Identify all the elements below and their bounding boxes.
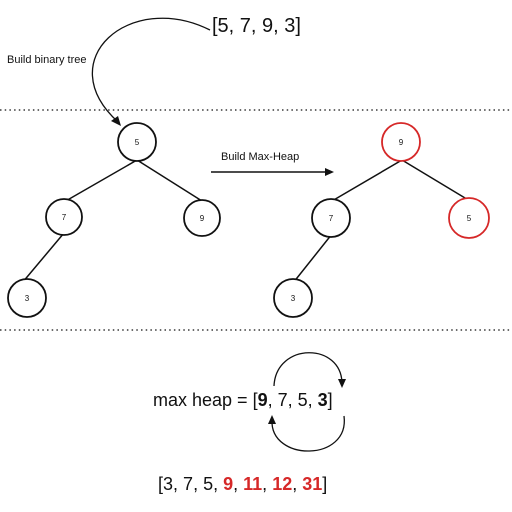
max-heap-last: 3 — [318, 390, 328, 410]
arrowhead-icon — [111, 116, 121, 126]
input-array-text: [5, 7, 9, 3] — [212, 15, 301, 37]
swap-arrow-bottom-icon — [271, 415, 345, 452]
max-heap-middle: , 7, 5, — [268, 390, 318, 410]
sorted-separator: , — [213, 474, 223, 494]
sorted-separator: , — [262, 474, 272, 494]
swap-arrowhead-top-icon — [338, 379, 346, 388]
sorted-separator: , — [233, 474, 243, 494]
sorted-value: 3 — [163, 474, 173, 494]
sorted-value: 7 — [183, 474, 193, 494]
left-tree-node-label-root: 5 — [135, 138, 140, 147]
left-tree-node-right — [183, 199, 221, 237]
max-heap-first: 9 — [258, 390, 268, 410]
swap-arrowhead-bottom-icon — [268, 415, 276, 424]
left-tree-node-root — [117, 122, 157, 162]
sorted-value: 11 — [243, 474, 262, 494]
right-tree-node-label-leftleft: 3 — [291, 294, 296, 303]
right-tree-edges — [292, 159, 471, 284]
right-tree-node-root — [381, 122, 421, 162]
build-heap-label: Build Max-Heap — [221, 151, 299, 163]
build-heap-arrowhead-icon — [325, 168, 334, 176]
sorted-value: 31 — [302, 474, 322, 494]
curved-arrow-icon — [91, 17, 211, 123]
right-tree-node-label-left: 7 — [329, 214, 334, 223]
sorted-value: 9 — [223, 474, 233, 494]
swap-arrow-top-icon — [273, 352, 343, 387]
max-heap-prefix: max heap = [ — [153, 390, 258, 410]
sorted-value: 12 — [272, 474, 292, 494]
sorted-close-bracket: ] — [322, 474, 327, 494]
max-heap-text: max heap = [9, 7, 5, 3] — [153, 390, 333, 410]
left-tree-node-label-leftleft: 3 — [25, 294, 30, 303]
max-heap-suffix: ] — [328, 390, 333, 410]
left-tree: 5 7 9 3 — [7, 122, 221, 318]
left-tree-node-left — [45, 198, 83, 236]
build-tree-label: Build binary tree — [7, 54, 87, 66]
right-tree: 9 7 5 3 — [273, 122, 490, 318]
sorted-separator: , — [173, 474, 183, 494]
sorted-open-bracket: [ — [158, 474, 163, 494]
left-tree-edges — [21, 159, 203, 284]
left-tree-node-leftleft — [7, 278, 47, 318]
right-tree-node-left — [311, 198, 351, 238]
sorted-value: 5 — [203, 474, 213, 494]
right-tree-node-leftleft — [273, 278, 313, 318]
sorted-separator: , — [193, 474, 203, 494]
sorted-array-text: [3, 7, 5, 9, 11, 12, 31] — [158, 474, 327, 494]
right-tree-node-label-right: 5 — [467, 214, 472, 223]
left-tree-node-label-left: 7 — [62, 213, 67, 222]
sorted-separator: , — [292, 474, 302, 494]
right-tree-node-right — [448, 197, 490, 239]
right-tree-node-label-root: 9 — [399, 138, 404, 147]
left-tree-node-label-right: 9 — [200, 214, 205, 223]
